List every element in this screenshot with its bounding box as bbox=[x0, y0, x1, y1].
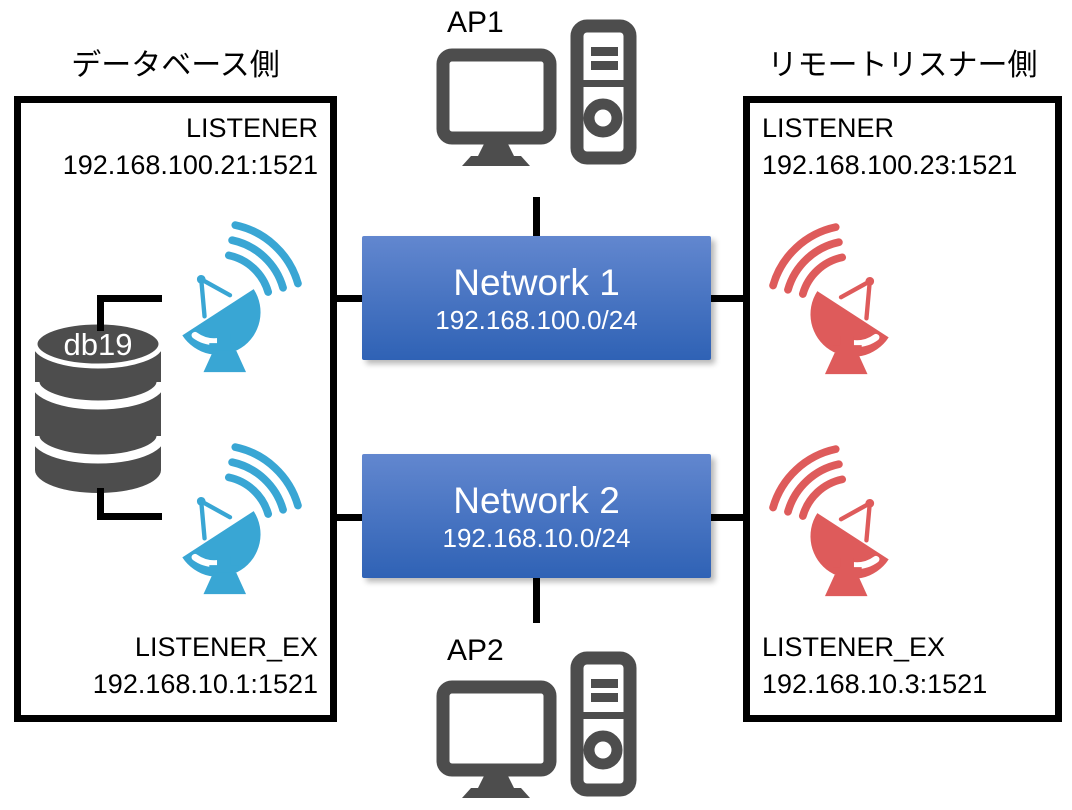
connector-line bbox=[711, 295, 743, 302]
connector-line bbox=[97, 488, 104, 520]
listener-address: 192.168.10.3:1521 bbox=[762, 669, 988, 699]
connector-line bbox=[337, 295, 362, 302]
network-subnet: 192.168.100.0/24 bbox=[435, 305, 638, 335]
listener-name: LISTENER bbox=[185, 113, 318, 143]
desktop-computer-icon bbox=[435, 650, 637, 798]
connector-line bbox=[97, 295, 104, 331]
ap2-label: AP2 bbox=[447, 634, 504, 667]
listener-address: 192.168.100.21:1521 bbox=[62, 150, 318, 180]
database-name-label: db19 bbox=[64, 327, 133, 362]
connector-line bbox=[533, 578, 540, 623]
satellite-dish-icon bbox=[160, 420, 305, 604]
network-name: Network 1 bbox=[453, 262, 620, 303]
listener-info: LISTENER 192.168.100.21:1521 bbox=[63, 110, 318, 184]
database-side-title: データベース側 bbox=[71, 49, 280, 82]
satellite-dish-icon bbox=[766, 422, 911, 606]
connector-line bbox=[711, 514, 743, 521]
remote-listener-side-title: リモートリスナー側 bbox=[767, 49, 1038, 82]
listener-name: LISTENER bbox=[762, 113, 895, 143]
connector-line bbox=[337, 514, 362, 521]
listener-address: 192.168.10.1:1521 bbox=[92, 669, 318, 699]
connector-line bbox=[533, 197, 540, 236]
satellite-dish-icon bbox=[766, 200, 911, 384]
connector-line bbox=[97, 513, 162, 520]
connector-line bbox=[97, 295, 162, 302]
network-name: Network 2 bbox=[453, 480, 620, 521]
listener-ex-info: LISTENER_EX 192.168.10.3:1521 bbox=[762, 629, 987, 703]
listener-info: LISTENER 192.168.100.23:1521 bbox=[762, 110, 1017, 184]
network-2-node: Network 2 192.168.10.0/24 bbox=[362, 454, 711, 578]
listener-address: 192.168.100.23:1521 bbox=[762, 150, 1018, 180]
desktop-computer-icon bbox=[435, 18, 637, 166]
satellite-dish-icon bbox=[160, 198, 305, 382]
remote-listener-panel: LISTENER 192.168.100.23:1521 LISTENER_EX… bbox=[743, 96, 1062, 722]
listener-ex-info: LISTENER_EX 192.168.10.1:1521 bbox=[93, 629, 318, 703]
database-cylinder-icon: db19 bbox=[32, 320, 164, 496]
network-1-node: Network 1 192.168.100.0/24 bbox=[362, 236, 711, 360]
listener-name: LISTENER_EX bbox=[762, 632, 946, 662]
ap1-label: AP1 bbox=[447, 6, 504, 39]
listener-name: LISTENER_EX bbox=[134, 632, 318, 662]
network-subnet: 192.168.10.0/24 bbox=[442, 523, 631, 553]
